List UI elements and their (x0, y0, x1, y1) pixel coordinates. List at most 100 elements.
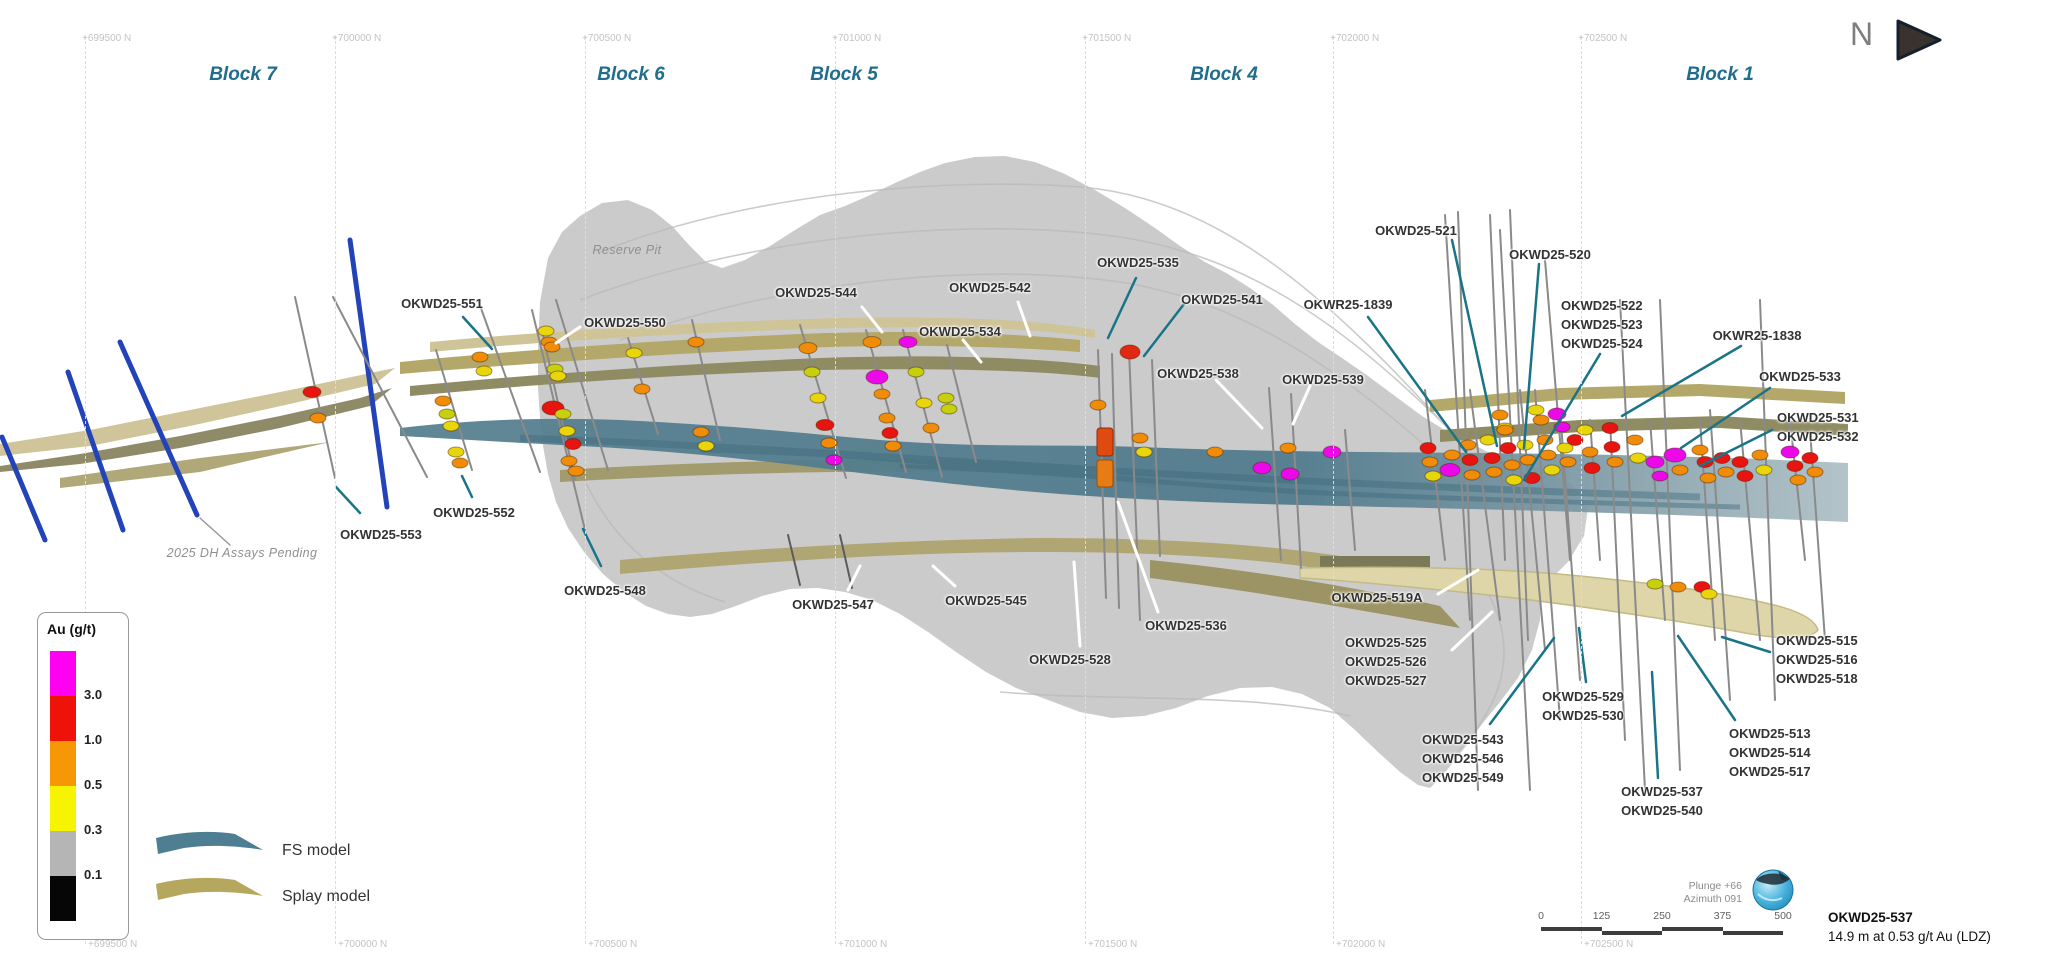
drillhole-id: OKWD25-549 (1422, 770, 1504, 785)
drillhole-id: OKWD25-532 (1777, 429, 1859, 444)
northing-label-top: +701500 N (1082, 33, 1132, 44)
northing-label-bottom: +702000 N (1336, 939, 1386, 950)
legend-color-segment (50, 876, 76, 921)
drillhole-id: OKWD25-525 (1345, 635, 1427, 650)
legend-threshold: 1.0 (84, 732, 103, 747)
legend-threshold: 3.0 (84, 687, 103, 702)
label-leader-line (1720, 635, 1772, 654)
drillhole-id: OKWD25-524 (1561, 336, 1643, 351)
drillhole-id: OKWD25-528 (1029, 652, 1111, 667)
label-leader-line (1072, 560, 1082, 648)
drillhole-id: OKWD25-514 (1729, 745, 1811, 760)
callout-intercept: 14.9 m at 0.53 g/t Au (LDZ) (1828, 929, 1991, 944)
scale-tick: 375 (1713, 910, 1732, 922)
fs-model-label: FS model (282, 842, 351, 859)
drillhole-id: OKWD25-537 (1621, 784, 1703, 799)
legend-color-segment (50, 741, 76, 786)
drillhole-label: OKWD25-538 (1157, 364, 1239, 383)
label-leader-line (860, 305, 884, 334)
block-label: Block 1 (1686, 64, 1754, 85)
drillhole-id: OKWD25-517 (1729, 764, 1811, 779)
drillhole-id: OKWD25-534 (919, 324, 1001, 339)
drillhole-id: OKWD25-539 (1282, 372, 1364, 387)
callout-hole-id: OKWD25-537 (1828, 910, 1913, 925)
label-leader-line (931, 564, 957, 588)
label-leader-line (846, 564, 862, 592)
drillhole-id: OKWD25-516 (1776, 652, 1858, 667)
block-label: Block 4 (1190, 64, 1258, 85)
label-leader-line (1676, 634, 1737, 722)
drillhole-id: OKWD25-529 (1542, 689, 1624, 704)
drillhole-id: OKWD25-552 (433, 505, 515, 520)
scale-segment (1722, 931, 1783, 935)
northing-gridline (1085, 36, 1086, 944)
northing-gridline (85, 36, 86, 944)
northing-label-bottom: +702500 N (1584, 939, 1634, 950)
azimuth-label: Azimuth 091 (1683, 893, 1742, 905)
drillhole-label: OKWR25-1839 (1304, 295, 1393, 314)
splay-model-label: Splay model (282, 888, 371, 905)
drillhole-id: OKWD25-536 (1145, 618, 1227, 633)
label-leader-line (1488, 636, 1556, 726)
drillhole-id: OKWR25-1838 (1712, 328, 1802, 343)
drillhole-id: OKWD25-541 (1181, 292, 1263, 307)
label-leader-line (1291, 384, 1312, 426)
splay-ribbon-southeast (1299, 566, 1819, 639)
label-leader-line (554, 325, 582, 345)
northing-gridline (1581, 36, 1582, 944)
northing-label-bottom: +701500 N (1088, 939, 1138, 950)
drillhole-label: OKWD25-534 (919, 322, 1001, 341)
drillhole-id: OKWD25-535 (1097, 255, 1179, 270)
scale-tick: 125 (1592, 910, 1611, 922)
legend-color-segment (50, 651, 76, 696)
drillhole-id: OKWD25-523 (1561, 317, 1643, 332)
label-leader-line (1522, 352, 1602, 482)
drillhole-label: OKWD25-528 (1029, 650, 1111, 669)
label-leader-line (581, 527, 603, 568)
drillhole-label: OKWD25-548 (564, 581, 646, 600)
drillhole-id: OKWD25-533 (1759, 369, 1841, 384)
drillhole-id: OKWR25-1839 (1303, 297, 1393, 312)
block-label: Block 7 (209, 64, 277, 85)
legend-color-bar (50, 651, 76, 921)
fs-model-band (400, 418, 1848, 522)
scale-tick: 0 (1538, 910, 1544, 922)
drillhole-id: OKWD25-526 (1345, 654, 1427, 669)
drillhole-id: OKWD25-527 (1345, 673, 1427, 688)
label-leader-line (1522, 262, 1541, 450)
drillhole-id: OKWD25-530 (1542, 708, 1624, 723)
drillhole-id: OKWD25-513 (1729, 726, 1811, 741)
grade-disks (302, 325, 1824, 600)
scale-tick: 500 (1774, 910, 1792, 922)
northing-label-bottom: +700500 N (588, 939, 638, 950)
label-leader-line (1436, 568, 1480, 596)
drillhole-id: OKWD25-545 (945, 593, 1027, 608)
drillhole-id: OKWD25-550 (584, 315, 666, 330)
drillhole-label: OKWD25-519A (1331, 588, 1422, 607)
legend-color-segment (50, 786, 76, 831)
pending-drillholes (0, 237, 390, 543)
drillhole-label: OKWD25-547 (792, 595, 874, 614)
orientation-globe-icon (1752, 869, 1794, 911)
drillhole-id: OKWD25-518 (1776, 671, 1858, 686)
drillhole-label: OKWD25-536 (1145, 616, 1227, 635)
legend-color-segment (50, 696, 76, 741)
view-orientation: Plunge +66 Azimuth 091 (1630, 880, 1742, 906)
splay-model-swatch (156, 877, 263, 900)
label-leader-line (1679, 386, 1772, 450)
drillhole-id: OKWD25-521 (1375, 223, 1457, 238)
drillhole-id: OKWD25-553 (340, 527, 422, 542)
drillhole-label: OKWD25-521 (1375, 221, 1457, 240)
label-leader-line (1016, 300, 1032, 338)
drillhole-id: OKWD25-540 (1621, 803, 1703, 818)
block-label: Block 6 (597, 64, 665, 85)
drillhole-label: OKWD25-541 (1181, 290, 1263, 309)
